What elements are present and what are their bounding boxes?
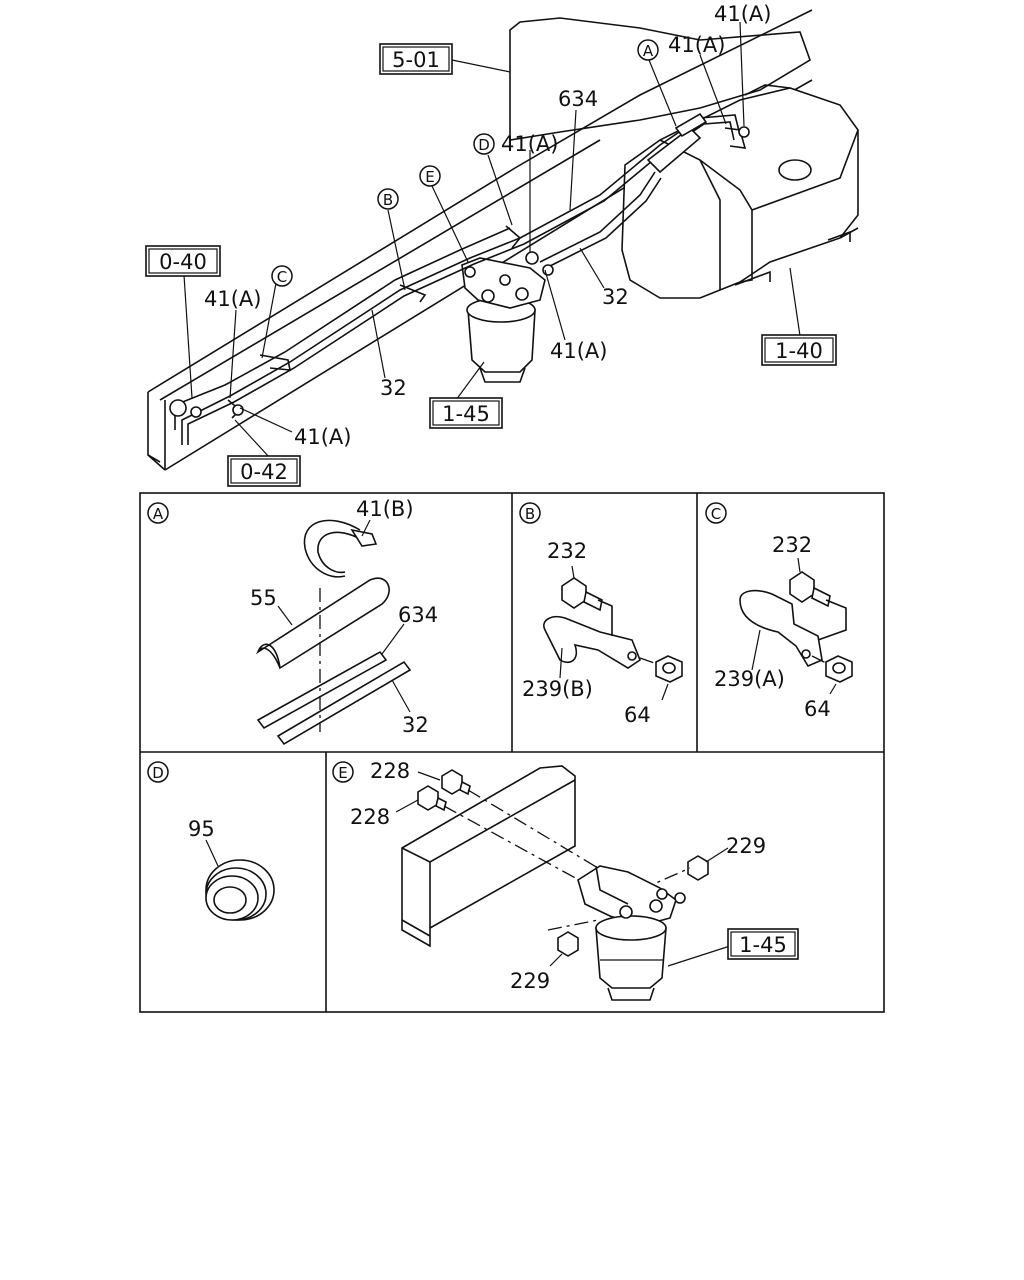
marker-a: A (637, 39, 659, 61)
frame-rail-section (401, 765, 576, 948)
detail-marker-a: A (147, 502, 169, 524)
marker-c: C (271, 265, 293, 287)
svg-text:0-42: 0-42 (240, 460, 288, 484)
part-label-41a: 41(A) (501, 132, 558, 156)
cab-body (509, 17, 811, 141)
fuel-filter-top (461, 257, 546, 383)
part-label-41a: 41(A) (668, 33, 725, 57)
bolt-232 (789, 571, 815, 603)
svg-text:D: D (152, 764, 164, 782)
svg-text:1-45: 1-45 (442, 402, 490, 426)
part-label-41a: 41(A) (294, 425, 351, 449)
part-label-229: 229 (510, 969, 550, 993)
nut-229 (557, 931, 579, 957)
callout-1-45-e: 1-45 (727, 928, 799, 960)
svg-text:B: B (525, 505, 535, 523)
part-label-32: 32 (402, 713, 429, 737)
bracket-239b (543, 615, 641, 669)
svg-text:A: A (643, 42, 654, 60)
part-label-64: 64 (804, 697, 831, 721)
pipe-32 (276, 660, 412, 746)
bolt-228 (441, 769, 463, 795)
detail-grid (139, 492, 885, 1013)
part-label-41a: 41(A) (204, 287, 261, 311)
part-label-232: 232 (547, 539, 587, 563)
part-label-239a: 239(A) (714, 667, 785, 691)
leader-lines (183, 21, 801, 459)
marker-d: D (473, 133, 495, 155)
part-label-41b: 41(B) (356, 497, 414, 521)
svg-text:B: B (383, 191, 393, 209)
detail-e: E (332, 759, 799, 1001)
svg-text:D: D (478, 136, 490, 154)
part-label-228: 228 (370, 759, 410, 783)
fuel-filter-e (577, 865, 686, 1001)
svg-text:1-45: 1-45 (739, 933, 787, 957)
part-label-41a: 41(A) (714, 2, 771, 26)
svg-text:C: C (277, 268, 287, 286)
part-label-634: 634 (558, 87, 598, 111)
detail-b: B 232 239(B) 64 (519, 502, 683, 727)
marker-b: B (377, 188, 399, 210)
svg-text:0-40: 0-40 (159, 250, 207, 274)
detail-d: D 95 (147, 761, 275, 921)
svg-text:E: E (338, 764, 347, 782)
part-label-32: 32 (602, 285, 629, 309)
detail-a: A 41(B) 55 634 32 (147, 497, 438, 746)
marker-e: E (419, 165, 441, 187)
detail-marker-b: B (519, 502, 541, 524)
protector-sleeve (255, 577, 390, 670)
bolt-228 (417, 785, 439, 811)
bolt-232 (561, 577, 587, 609)
part-label-95: 95 (188, 817, 215, 841)
svg-text:5-01: 5-01 (392, 48, 440, 72)
callout-1-40: 1-40 (761, 334, 837, 366)
nut-229 (687, 855, 709, 881)
pipe-634 (256, 650, 388, 730)
part-label-634: 634 (398, 603, 438, 627)
part-label-239b: 239(B) (522, 677, 593, 701)
main-overview: 5-01 0-40 0-42 1-40 1-45 41(A) 41(A) 634… (145, 2, 859, 487)
part-label-228: 228 (350, 805, 390, 829)
callout-0-42: 0-42 (227, 455, 301, 487)
svg-text:C: C (711, 505, 721, 523)
svg-text:E: E (425, 168, 434, 186)
callout-0-40: 0-40 (145, 245, 221, 277)
detail-marker-c: C (705, 502, 727, 524)
detail-marker-d: D (147, 761, 169, 783)
grommet-95 (205, 859, 275, 921)
part-label-229: 229 (726, 834, 766, 858)
callout-5-01: 5-01 (379, 43, 453, 75)
detail-marker-e: E (332, 761, 354, 783)
part-label-64: 64 (624, 703, 651, 727)
bracket-239a (739, 589, 823, 668)
part-label-41a: 41(A) (550, 339, 607, 363)
detail-c: C 232 239(A) 64 (705, 502, 853, 721)
part-label-232: 232 (772, 533, 812, 557)
svg-text:1-40: 1-40 (775, 339, 823, 363)
part-label-55: 55 (250, 586, 277, 610)
callout-1-45-top: 1-45 (429, 397, 503, 429)
band-clamp (303, 519, 361, 578)
svg-text:A: A (153, 505, 164, 523)
part-label-32: 32 (380, 376, 407, 400)
